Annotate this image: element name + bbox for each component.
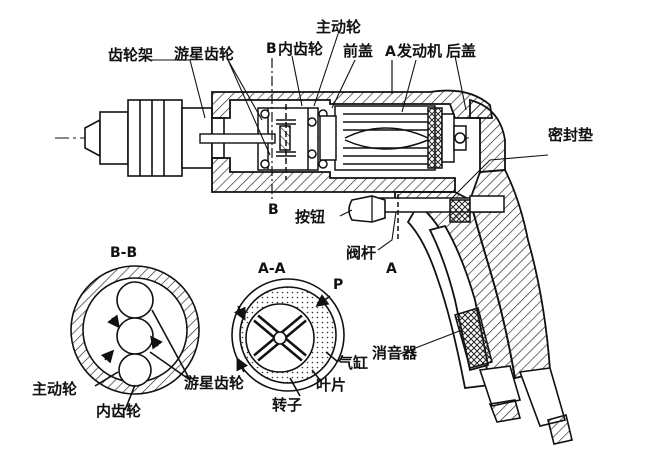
label-vane: 叶片	[316, 376, 347, 394]
label-button: 按钮	[295, 208, 326, 226]
label-muffler: 消音器	[372, 344, 418, 362]
label-gear-carrier: 齿轮架	[108, 46, 154, 64]
air-hoses	[478, 365, 573, 445]
label-p: P	[333, 277, 344, 293]
label-section-bb: B-B	[110, 245, 138, 261]
label-motor: 发动机	[397, 42, 443, 60]
chuck	[84, 99, 225, 177]
label-seal-gasket: 密封垫	[548, 126, 594, 144]
spindle-shaft	[199, 133, 276, 144]
label-planet-gear-section: 游星齿轮	[184, 374, 245, 392]
label-rear-cover: 后盖	[446, 42, 477, 60]
label-valve-rod: 阀杆	[346, 244, 377, 262]
label-section-b-bottom: B	[268, 202, 279, 218]
label-drive-gear-section: 主动轮	[32, 380, 78, 398]
trigger-button	[348, 195, 386, 223]
label-section-a-top: A	[385, 44, 396, 60]
label-drive-gear: 主动轮	[316, 18, 362, 36]
label-planet-gear: 游星齿轮	[174, 45, 235, 63]
section-aa	[231, 278, 345, 397]
label-section-b-top: B	[266, 41, 277, 57]
label-ring-gear-section: 内齿轮	[96, 402, 142, 420]
label-section-a-bottom: A	[386, 261, 397, 277]
muffler	[454, 307, 493, 369]
label-ring-gear: 内齿轮	[278, 40, 324, 58]
label-cylinder: 气缸	[338, 354, 369, 372]
label-section-aa: A-A	[258, 261, 286, 277]
label-front-cover: 前盖	[343, 42, 374, 60]
housing	[211, 89, 506, 193]
section-bb	[70, 265, 200, 411]
label-rotor: 转子	[272, 396, 303, 414]
leader-lines	[150, 33, 549, 355]
motor-section	[319, 105, 467, 171]
